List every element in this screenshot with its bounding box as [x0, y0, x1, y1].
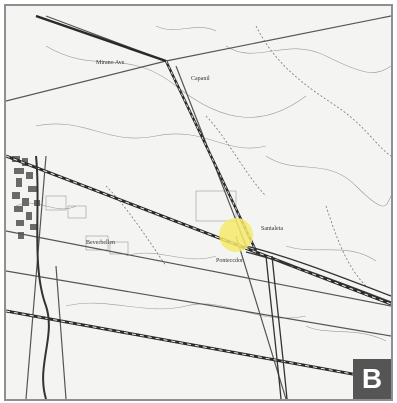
- urban-grid: [45, 190, 237, 255]
- dotted-paths: [105, 25, 391, 287]
- place-label-3: Santaleta: [261, 226, 283, 232]
- highway: [245, 245, 391, 399]
- place-label-5: Ponteccdor: [216, 258, 243, 264]
- highlight-marker: [219, 218, 253, 252]
- place-label-2: Capanil: [191, 76, 210, 82]
- topographic-map: Mirano Ave Capanil Santaleta Beverbellen…: [6, 6, 391, 399]
- map-frame: Mirano Ave Capanil Santaleta Beverbellen…: [4, 4, 393, 401]
- place-label-4: Beverbellen: [86, 240, 115, 246]
- place-label-1: Mirano Ave: [96, 60, 125, 66]
- railway-lines: [6, 14, 391, 383]
- winding-road: [35, 155, 50, 399]
- panel-label-badge: B: [353, 359, 391, 399]
- contour-lines: [15, 25, 391, 342]
- secondary-roads: [6, 15, 391, 399]
